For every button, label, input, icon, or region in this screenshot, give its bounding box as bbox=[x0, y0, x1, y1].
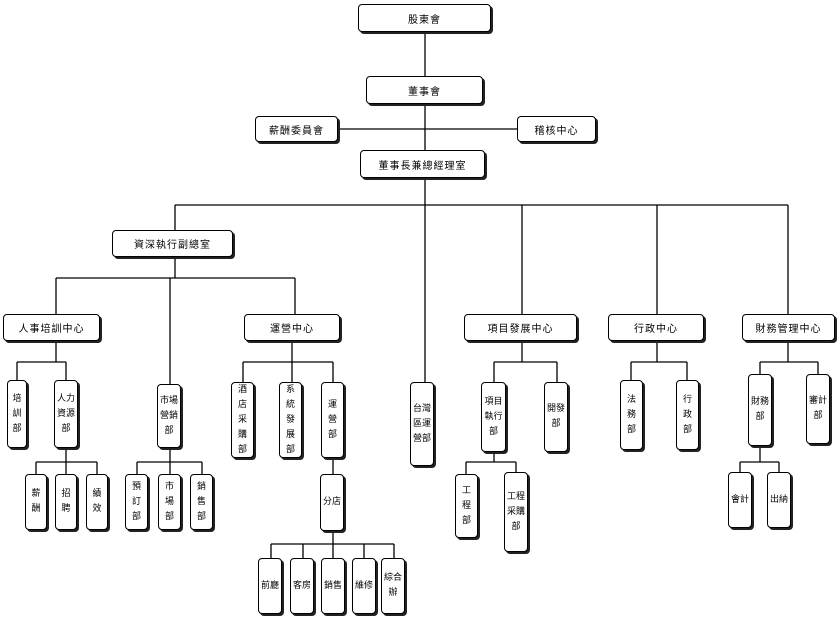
node-front-office: 前廳 bbox=[258, 558, 282, 614]
node-marketing-sales-dept: 市場營銷部 bbox=[157, 384, 181, 448]
node-training-dept: 培訓部 bbox=[7, 380, 27, 448]
node-performance: 績效 bbox=[86, 474, 108, 530]
node-hotel-procurement-dept: 酒店采購部 bbox=[231, 382, 254, 458]
node-development-dept: 開發部 bbox=[544, 382, 568, 452]
node-finance-center: 財務管理中心 bbox=[742, 314, 835, 341]
node-shareholders: 股東會 bbox=[358, 4, 491, 32]
node-board: 董事會 bbox=[366, 76, 483, 104]
node-project-development-center: 項目發展中心 bbox=[464, 314, 577, 341]
node-compensation: 薪酬 bbox=[25, 474, 47, 530]
node-operations-center: 運營中心 bbox=[244, 314, 340, 341]
node-legal-dept: 法務部 bbox=[620, 380, 643, 450]
node-engineering-procurement-dept: 工程采購部 bbox=[504, 472, 528, 552]
node-finance-dept: 財務部 bbox=[748, 374, 772, 446]
node-system-development-dept: 系統發展部 bbox=[279, 382, 302, 458]
node-reservation-dept: 預訂部 bbox=[125, 474, 148, 530]
node-recruitment: 招聘 bbox=[55, 474, 77, 530]
node-operation-dept: 運營部 bbox=[321, 382, 344, 458]
node-audit-dept: 審計部 bbox=[806, 374, 830, 444]
node-audit-center: 稽核中心 bbox=[517, 116, 596, 142]
node-engineering-dept: 工程部 bbox=[455, 474, 478, 538]
node-maintenance: 維修 bbox=[352, 558, 376, 614]
node-housekeeping: 客房 bbox=[290, 558, 314, 614]
node-admin-dept: 行政部 bbox=[676, 380, 699, 450]
node-branch-stores: 分店 bbox=[320, 474, 344, 531]
node-accounting: 會計 bbox=[728, 472, 752, 528]
node-administration-center: 行政中心 bbox=[608, 314, 704, 341]
node-market-dept: 市場部 bbox=[158, 474, 181, 530]
node-hr-dept: 人力資源部 bbox=[54, 380, 78, 448]
node-general-affairs: 綜合辦 bbox=[381, 558, 405, 614]
node-taiwan-operation-dept: 台灣區運營部 bbox=[410, 382, 434, 466]
node-sales: 銷售 bbox=[321, 558, 345, 614]
node-senior-evp-office: 資深執行副總室 bbox=[112, 230, 233, 257]
node-cashier: 出納 bbox=[767, 472, 791, 528]
node-compensation-committee: 薪酬委員會 bbox=[255, 116, 338, 142]
node-project-execution-dept: 項目執行部 bbox=[481, 382, 506, 452]
node-chairman-gm-office: 董事長兼總經理室 bbox=[360, 150, 485, 178]
node-hr-training-center: 人事培訓中心 bbox=[3, 314, 100, 341]
node-sales-dept: 銷售部 bbox=[190, 474, 213, 530]
